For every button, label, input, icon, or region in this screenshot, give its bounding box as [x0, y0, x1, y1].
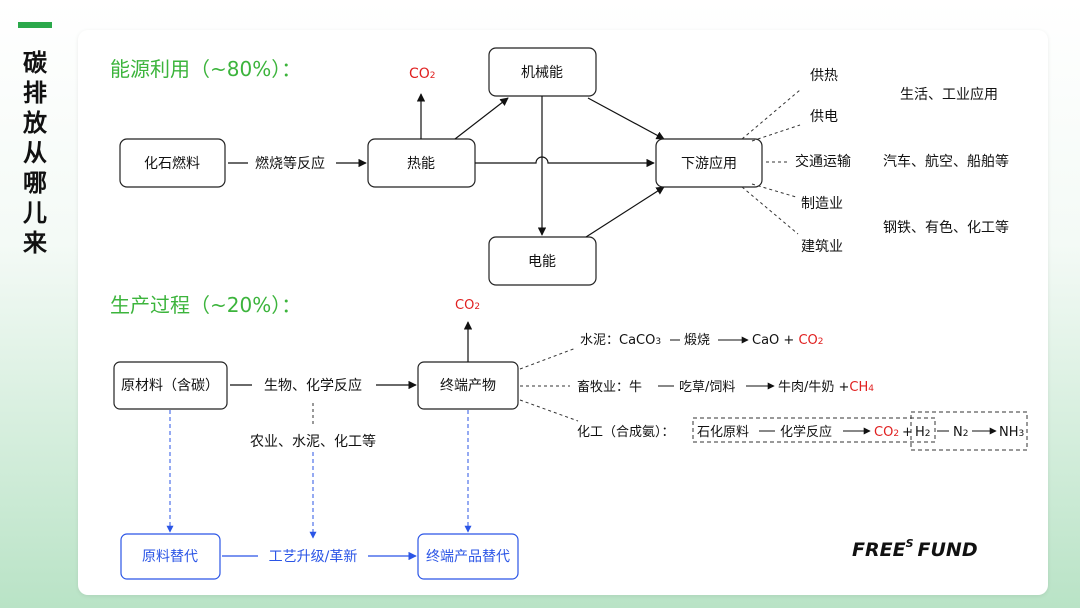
- cement-step: 煅烧: [684, 332, 710, 348]
- energy-heading: 能源利用（~80%）：: [110, 57, 301, 81]
- side-title: 碳排放从哪儿来: [18, 48, 52, 258]
- side-title-char: 儿: [23, 199, 47, 227]
- product-substitute-label: 终端产品替代: [426, 549, 510, 565]
- raw-material-label: 原材料（含碳）: [121, 378, 219, 394]
- electric-energy-box: [488, 236, 597, 286]
- sectors-label: 农业、水泥、化工等: [250, 433, 376, 450]
- product-substitute-box: [417, 533, 519, 580]
- livestock-step: 吃草/饲料: [679, 379, 735, 395]
- mechanical-energy-label: 机械能: [521, 65, 563, 81]
- connector: [751, 124, 801, 142]
- side-title-char: 放: [23, 109, 47, 137]
- chem-nh3: NH3: [999, 425, 1024, 440]
- use-construction: 建筑业: [801, 239, 843, 255]
- arrow: [585, 186, 665, 238]
- use-power: 供电: [810, 109, 838, 125]
- energy-co2: CO2: [409, 66, 436, 82]
- livestock-label: 畜牧业：牛: [577, 379, 642, 395]
- chem-n2: N2: [953, 425, 968, 440]
- side-title-char: 哪: [23, 169, 47, 197]
- ammonia-box: [910, 411, 1028, 451]
- side-title-char: 来: [23, 229, 47, 257]
- cement-result: CaO + CO2: [752, 333, 824, 348]
- note-metals: 钢铁、有色、化工等: [883, 219, 1009, 236]
- side-title-char: 从: [23, 139, 47, 167]
- diagram-card: [78, 30, 1048, 595]
- end-product-label: 终端产物: [440, 378, 496, 394]
- chem-step: 化学反应: [780, 424, 832, 440]
- side-title-char: 排: [23, 79, 47, 107]
- connector: [741, 186, 799, 235]
- use-manufacturing: 制造业: [801, 196, 843, 212]
- note-vehicles: 汽车、航空、船舶等: [883, 153, 1009, 170]
- raw-material-box: [113, 361, 228, 410]
- connector: [519, 347, 577, 370]
- chem-label: 化工（合成氨）：: [577, 425, 675, 440]
- thermal-energy-label: 热能: [407, 156, 435, 172]
- arrow: [475, 156, 655, 168]
- raw-substitute-box: [120, 533, 221, 580]
- arrow: [587, 97, 665, 140]
- connector: [751, 183, 797, 198]
- process-upgrade-label: 工艺升级/革新: [269, 549, 358, 565]
- note-living: 生活、工业应用: [900, 86, 998, 103]
- chem-process-box: [692, 417, 936, 443]
- cement-line: 水泥：CaCO3: [580, 333, 661, 348]
- livestock-result: 牛肉/牛奶 +CH4: [778, 380, 874, 395]
- chem-raw: 石化原料: [697, 425, 749, 440]
- chem-co2: CO2: [874, 425, 899, 440]
- downstream-label: 下游应用: [681, 155, 737, 172]
- connector: [519, 399, 579, 422]
- electric-energy-label: 电能: [528, 254, 556, 270]
- accent-bar: [18, 22, 52, 28]
- downstream-box: [655, 138, 763, 188]
- side-title-char: 碳: [23, 49, 47, 77]
- production-heading: 生产过程（~20%）：: [110, 293, 301, 317]
- chem-plus: +: [902, 425, 913, 440]
- chem-h2: H2: [915, 425, 931, 440]
- fossil-fuel-box: [119, 138, 226, 188]
- production-co2: CO2: [455, 298, 480, 313]
- arrow: [454, 97, 509, 140]
- raw-substitute-label: 原料替代: [142, 549, 198, 565]
- bio-chem-reaction-label: 生物、化学反应: [264, 377, 362, 394]
- fossil-fuel-label: 化石燃料: [144, 155, 200, 172]
- use-transport: 交通运输: [795, 153, 851, 170]
- combustion-label: 燃烧等反应: [255, 155, 325, 172]
- connector: [741, 89, 801, 140]
- use-heating: 供热: [810, 68, 838, 84]
